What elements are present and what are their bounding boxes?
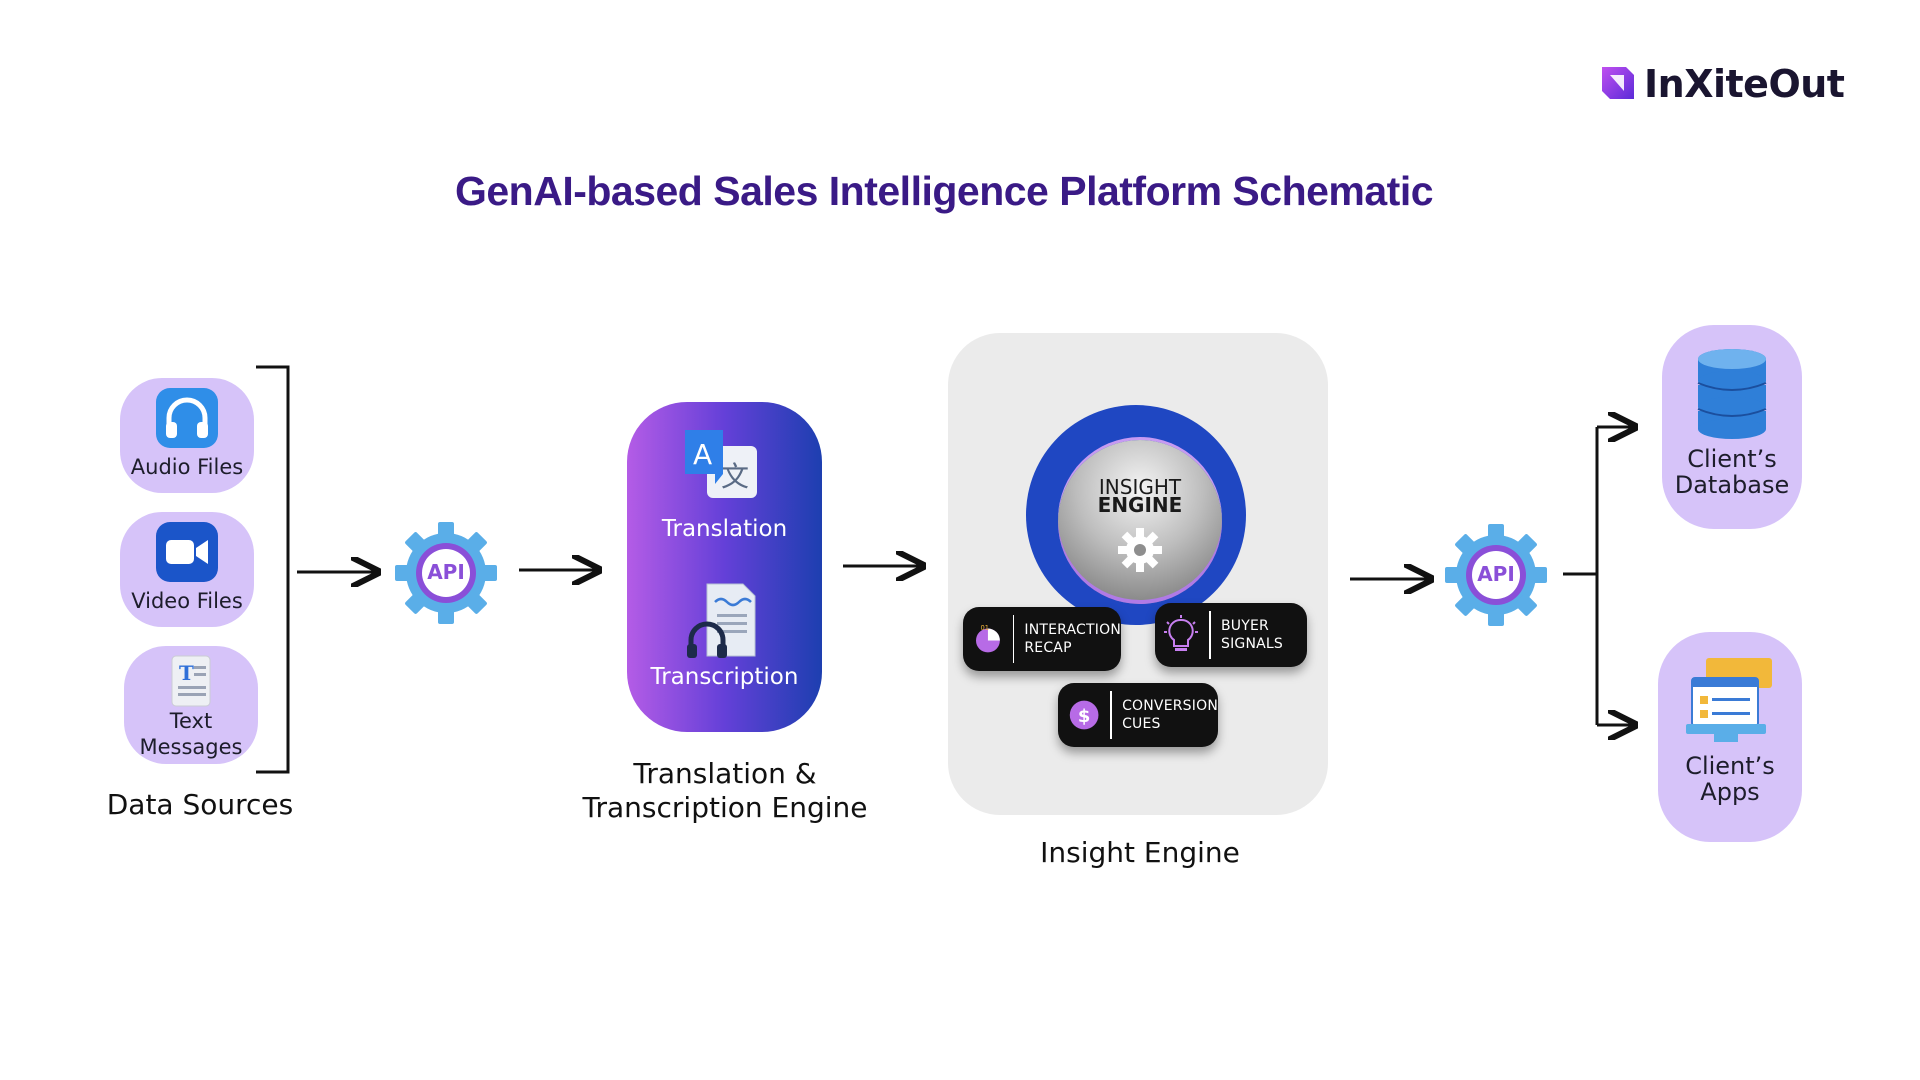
svg-text:文: 文	[721, 460, 749, 493]
translation-engine-caption: Translation & Transcription Engine	[560, 757, 890, 825]
tag-interaction-recap-line2: RECAP	[1024, 640, 1072, 656]
data-sources-caption: Data Sources	[106, 788, 294, 821]
transcription-label: Transcription	[650, 664, 799, 690]
gear-icon	[1445, 524, 1547, 626]
clients-database-line1: Client’s	[1687, 445, 1777, 473]
translate-icon: 文 A	[685, 430, 757, 498]
tag-buyer-signals-line1: BUYER	[1221, 618, 1269, 634]
translation-engine-caption-line1: Translation &	[633, 757, 817, 790]
clients-database-output: Client’s Database	[1662, 325, 1802, 529]
fork-connector	[1563, 427, 1599, 725]
text-messages-label-line1: Text	[169, 709, 213, 733]
svg-text:T: T	[179, 661, 194, 685]
brand-name: InXiteOut	[1644, 62, 1845, 106]
brand-logo: InXiteOut	[1598, 62, 1845, 106]
translation-label: Translation	[661, 516, 788, 542]
headphones-icon	[156, 388, 218, 448]
tag-separator	[1110, 691, 1113, 739]
app-window-icon	[1686, 658, 1772, 742]
inxiteout-logo-icon	[1602, 67, 1634, 99]
insight-engine-sphere: INSIGHT ENGINE	[1058, 440, 1222, 604]
clients-apps-output: Client’s Apps	[1658, 632, 1802, 842]
video-camera-icon	[156, 522, 218, 582]
transcription-icon	[687, 583, 756, 658]
pie-chart-label: 01	[980, 624, 989, 632]
insight-engine-caption: Insight Engine	[1040, 836, 1240, 869]
pie-chart-icon: 01	[975, 624, 1000, 653]
tag-interaction-recap-line1: INTERACTION	[1024, 622, 1121, 638]
dollar-icon: $	[1069, 700, 1099, 730]
gear-icon	[1118, 528, 1162, 572]
tag-conversion-cues-line1: CONVERSION	[1122, 698, 1218, 714]
insight-engine-title-line1: INSIGHT	[1098, 475, 1182, 499]
api-gear-right: API	[1443, 522, 1549, 628]
tag-buyer-signals-line2: SIGNALS	[1221, 636, 1284, 652]
video-files-source: Video Files	[120, 512, 254, 627]
tag-interaction-recap: 01 INTERACTION RECAP	[963, 607, 1121, 671]
tag-buyer-signals-text: BUYER SIGNALS	[1221, 617, 1283, 653]
clients-apps-line1: Client’s	[1685, 752, 1775, 780]
tag-conversion-cues-line2: CUES	[1122, 716, 1161, 732]
video-files-label: Video Files	[131, 589, 243, 613]
translation-engine-caption-line2: Transcription Engine	[582, 791, 868, 824]
tag-conversion-cues: $ CONVERSION CUES	[1058, 683, 1218, 747]
tag-conversion-cues-text: CONVERSION CUES	[1122, 697, 1218, 733]
gear-icon	[395, 522, 497, 624]
text-document-icon: T	[171, 655, 211, 707]
svg-text:A: A	[693, 438, 712, 471]
dollar-symbol: $	[1078, 706, 1090, 727]
tag-separator	[1012, 615, 1015, 663]
lightbulb-icon	[1164, 615, 1198, 651]
clients-database-line2: Database	[1674, 471, 1790, 499]
tag-separator	[1209, 611, 1211, 659]
audio-files-source: Audio Files	[120, 378, 254, 493]
tag-buyer-signals: BUYER SIGNALS	[1155, 603, 1307, 667]
api-label-left: API	[427, 560, 465, 584]
data-sources-bracket	[256, 365, 290, 774]
text-messages-label-line2: Messages	[139, 735, 243, 759]
clients-apps-line2: Apps	[1700, 778, 1760, 806]
translation-transcription-card: 文 A Translation Transcription	[627, 402, 822, 732]
api-label-right: API	[1477, 562, 1515, 586]
api-gear-left: API	[393, 520, 499, 626]
text-messages-source: T Text Messages	[124, 646, 258, 764]
page-title: GenAI-based Sales Intelligence Platform …	[454, 168, 1434, 214]
insight-engine-title-line2: ENGINE	[1097, 493, 1183, 517]
audio-files-label: Audio Files	[130, 455, 244, 479]
tag-interaction-recap-text: INTERACTION RECAP	[1024, 621, 1121, 657]
database-icon	[1697, 349, 1767, 439]
